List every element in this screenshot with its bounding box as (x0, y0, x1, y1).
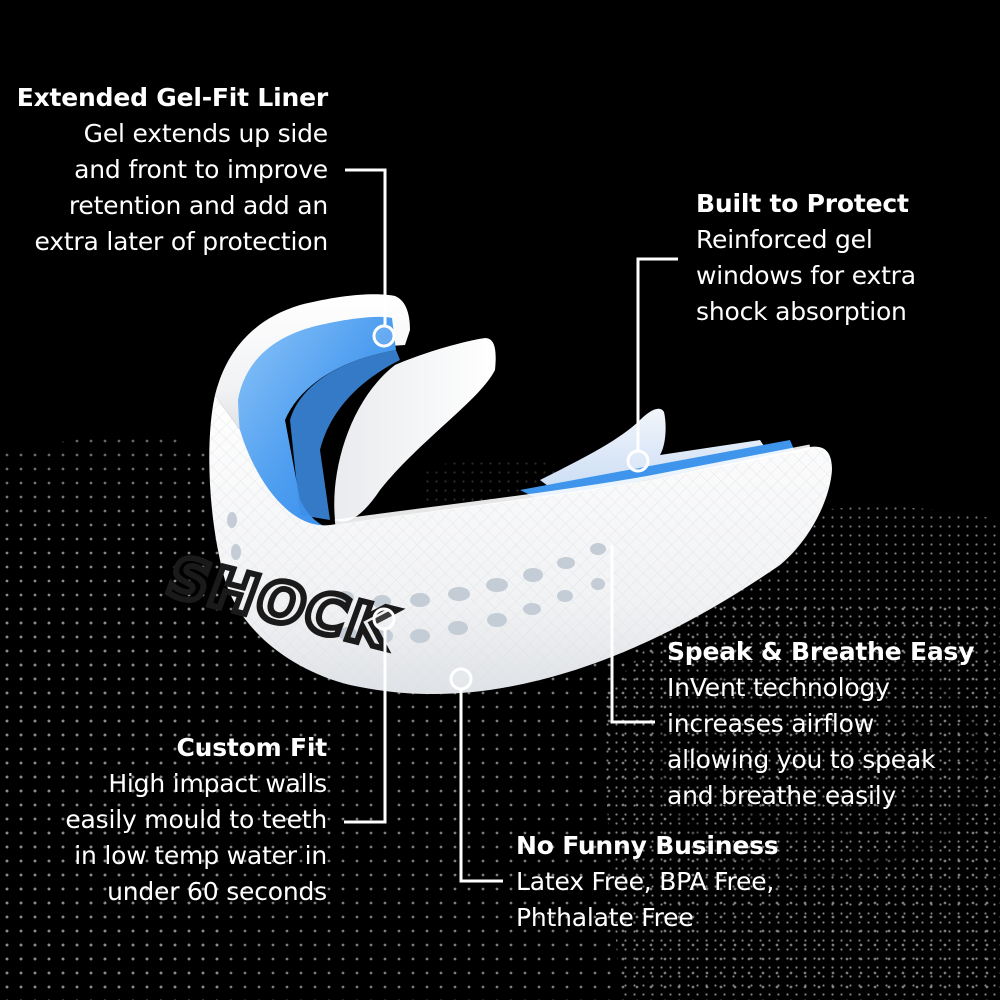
callout-line: under 60 seconds (107, 877, 327, 906)
callout-title: No Funny Business (516, 831, 779, 860)
callout-line: shock absorption (696, 297, 907, 326)
callout-line: allowing you to speak (667, 745, 936, 774)
callout-line: extra later of protection (34, 227, 328, 256)
callout-title: Extended Gel-Fit Liner (16, 83, 328, 112)
callout-gel-fit-liner: Extended Gel-Fit Liner Gel extends up si… (17, 80, 328, 260)
callout-line: windows for extra (696, 261, 916, 290)
vent-holes (227, 512, 606, 643)
callout-line: easily mould to teeth (65, 805, 327, 834)
callout-line: increases airflow (667, 709, 874, 738)
callout-line: Gel extends up side (83, 119, 329, 148)
callout-line: InVent technology (667, 673, 890, 702)
callout-built-to-protect: Built to Protect Reinforced gel windows … (696, 186, 916, 330)
callout-title: Custom Fit (176, 733, 327, 762)
callout-title: Speak & Breathe Easy (667, 637, 975, 666)
callout-no-funny-business: No Funny Business Latex Free, BPA Free, … (516, 828, 779, 936)
callout-line: Reinforced gel (696, 225, 873, 254)
callout-line: High impact walls (108, 769, 327, 798)
callout-line: and front to improve (74, 155, 328, 184)
callout-speak-breathe-easy: Speak & Breathe Easy InVent technology i… (667, 634, 975, 814)
callout-line: in low temp water in (74, 841, 327, 870)
callout-line: and breathe easily (667, 781, 897, 810)
callout-title: Built to Protect (696, 189, 909, 218)
callout-line: Phthalate Free (516, 903, 694, 932)
callout-line: retention and add an (68, 191, 328, 220)
callout-custom-fit: Custom Fit High impact walls easily moul… (65, 730, 327, 910)
callout-line: Latex Free, BPA Free, (516, 867, 775, 896)
